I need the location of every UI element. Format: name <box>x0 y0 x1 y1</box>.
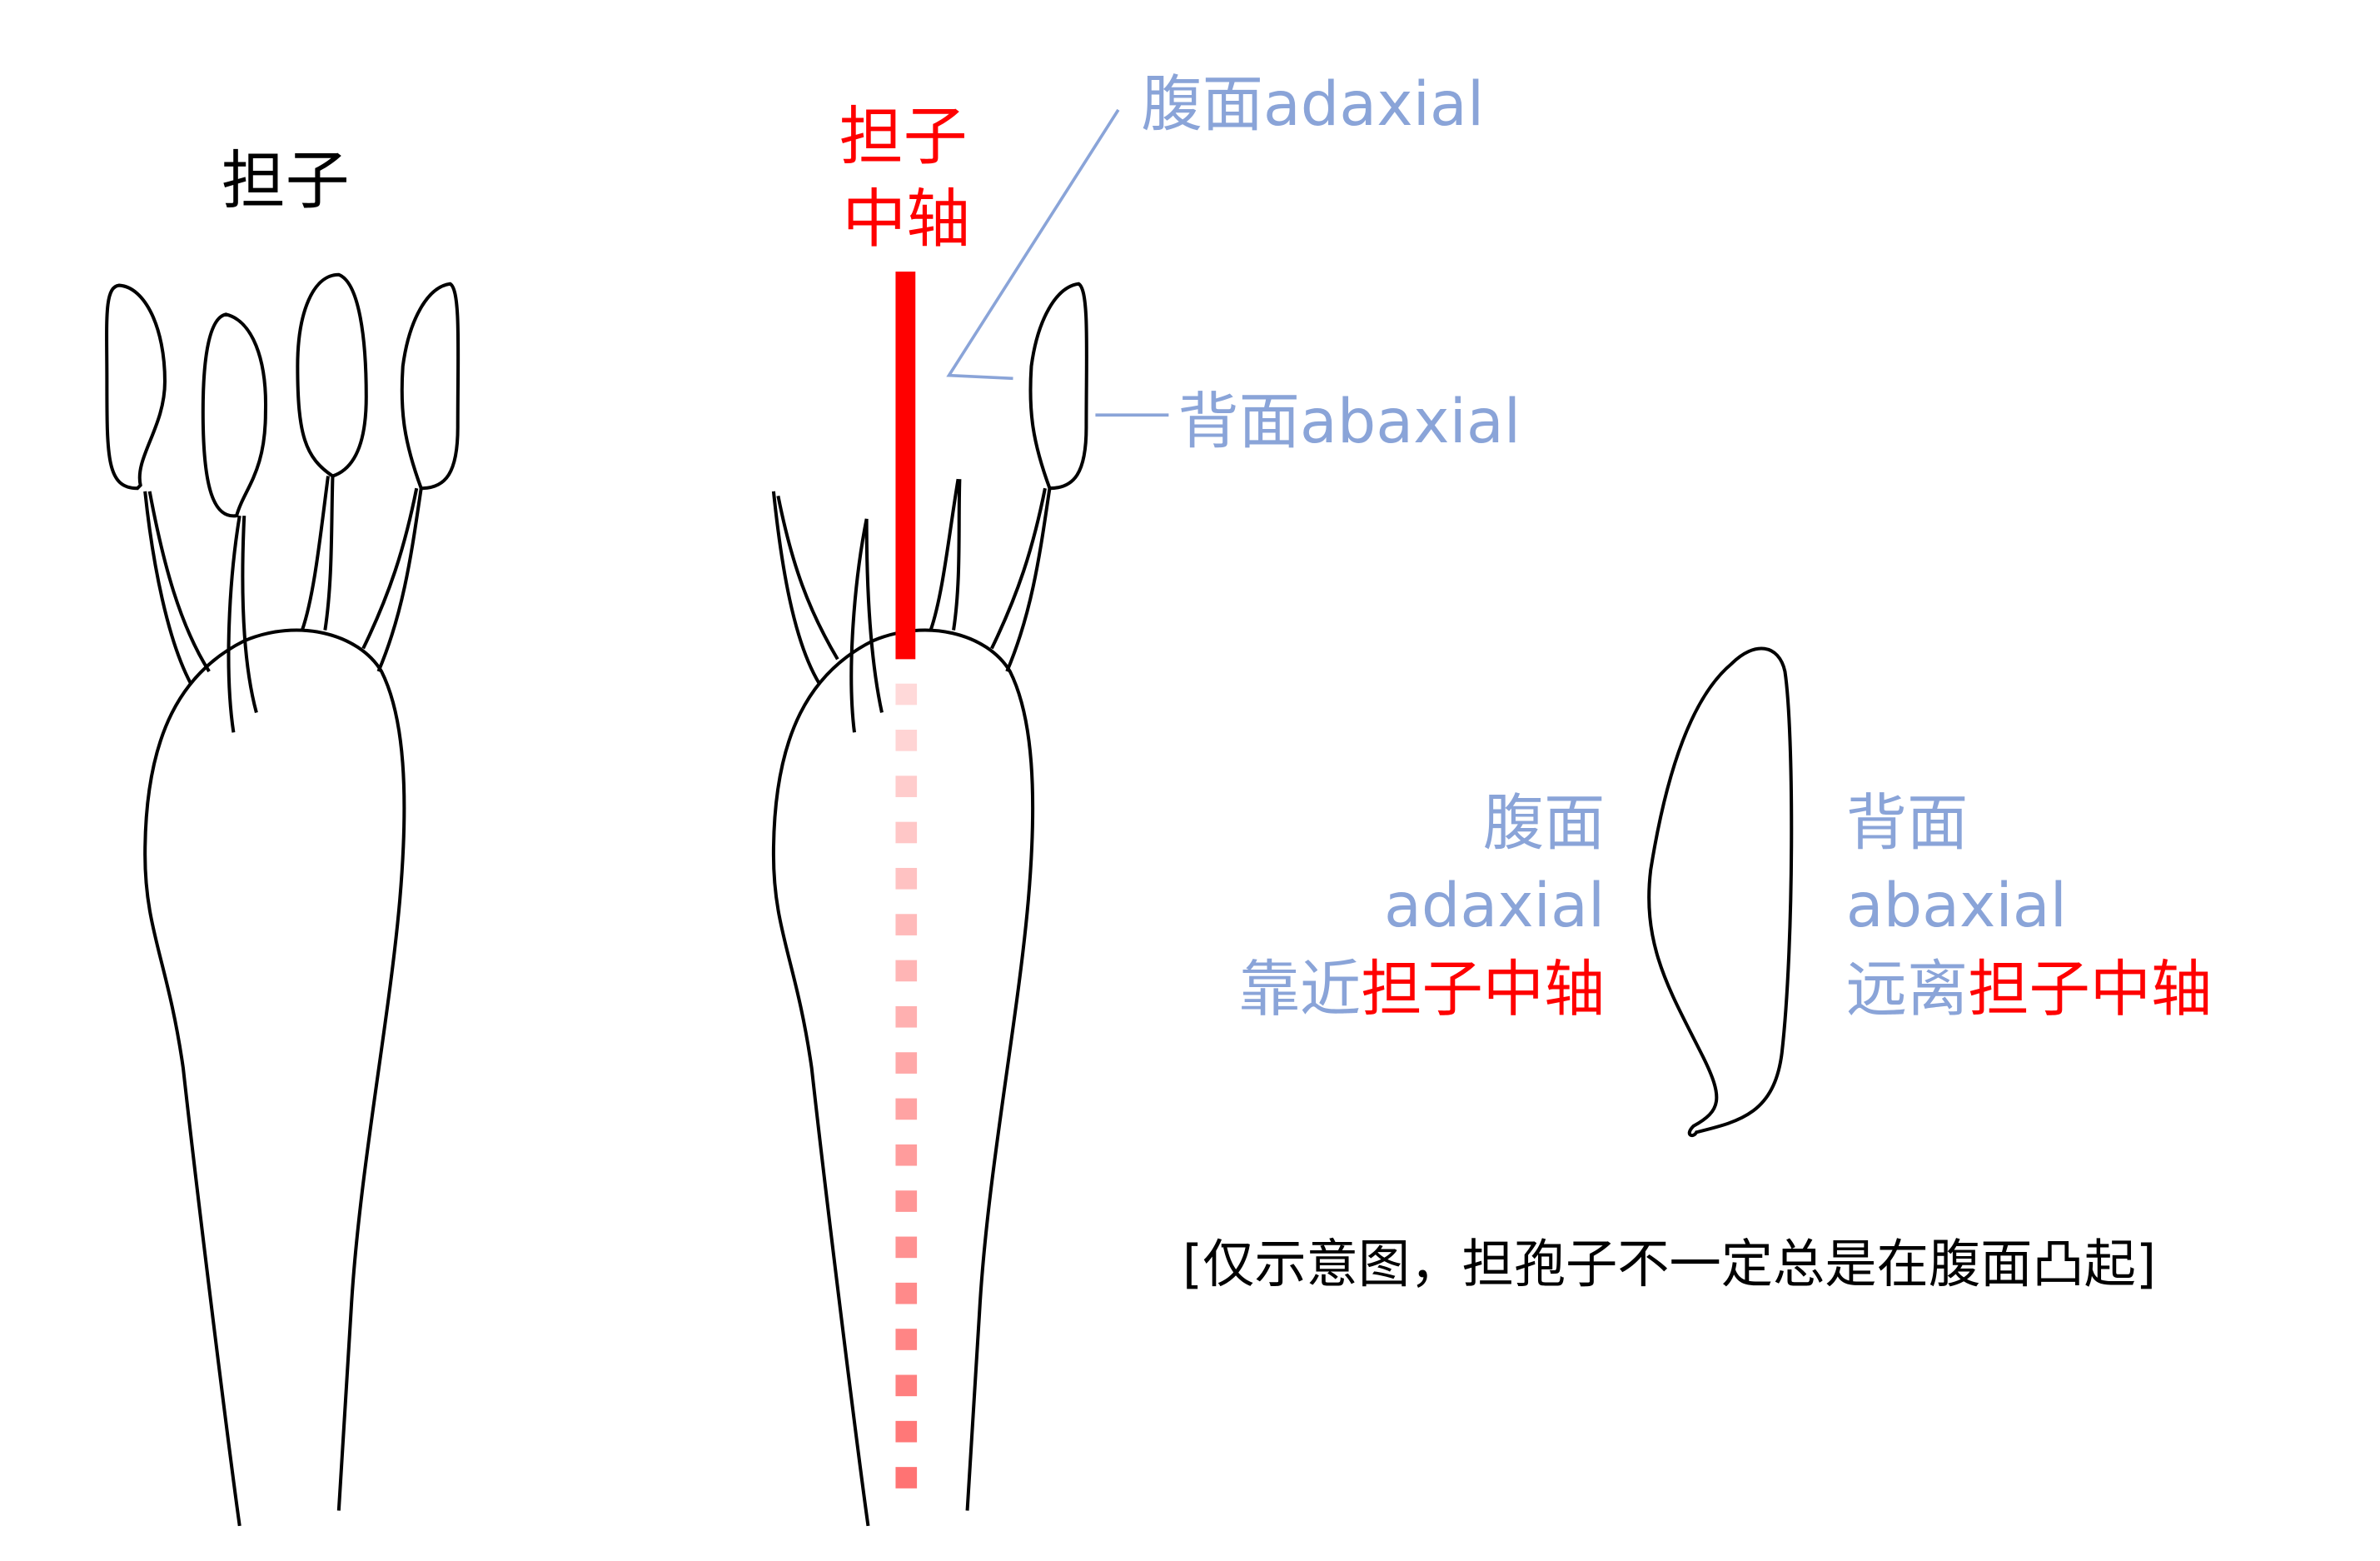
axis-dash-segment <box>895 1236 918 1259</box>
axis-dash-segment <box>895 683 918 706</box>
adaxial-label: 腹面adaxial <box>1141 69 1484 140</box>
adaxial-cn: 腹面 <box>1483 788 1606 859</box>
spore <box>1028 282 1088 491</box>
axis-label-line1: 担子 <box>839 101 968 175</box>
sterigmata <box>143 476 423 733</box>
axis-dash-segment <box>895 1144 918 1166</box>
basidium-axis-solid <box>895 272 916 660</box>
middle-basidium: 担子 中轴 腹面adaxial 背面abaxial <box>771 69 1521 1527</box>
abaxial-cn: 背面 <box>1846 788 1969 859</box>
axis-label-line2: 中轴 <box>842 182 970 257</box>
basidium-body <box>143 628 406 1527</box>
spore-detail: 腹面 adaxial 靠近担子中轴 背面 abaxial 远离担子中轴 <box>1239 646 2213 1138</box>
abaxial-desc-axis: 担子中轴 <box>1968 955 2212 1025</box>
axis-dash-segment <box>895 1005 918 1028</box>
basidium-axis-dashed <box>895 683 918 1489</box>
axis-dash-segment <box>895 1052 918 1074</box>
caption: [仅示意图，担孢子不一定总是在腹面凸起] <box>1183 1234 2156 1294</box>
axis-dash-segment <box>895 1282 918 1304</box>
axis-dash-segment <box>895 960 918 982</box>
sterigmata <box>771 478 1052 733</box>
basidium-body <box>771 628 1035 1527</box>
axis-dash-segment <box>895 1190 918 1212</box>
axis-dash-segment <box>895 867 918 890</box>
adaxial-desc: 靠近担子中轴 <box>1239 955 1606 1025</box>
axis-dash-segment <box>895 1329 918 1350</box>
axis-dash-segment <box>895 1374 918 1397</box>
axis-dash-segment <box>895 1098 918 1120</box>
adaxial-desc-axis: 担子中轴 <box>1361 955 1605 1025</box>
axis-dash-segment <box>895 821 918 844</box>
abaxial-label: 背面abaxial <box>1178 387 1521 457</box>
axis-dash-segment <box>895 729 918 751</box>
adaxial-desc-prefix: 靠近 <box>1239 955 1362 1025</box>
abaxial-en: abaxial <box>1846 870 2067 941</box>
left-basidium-label: 担子 <box>222 145 350 219</box>
spores <box>105 272 461 518</box>
left-basidium: 担子 <box>105 145 461 1527</box>
axis-dash-segment <box>895 1420 918 1443</box>
adaxial-leader-line <box>946 108 1120 381</box>
abaxial-desc: 远离担子中轴 <box>1846 955 2213 1025</box>
axis-dash-segment <box>895 776 918 797</box>
adaxial-en: adaxial <box>1384 870 1605 941</box>
axis-dash-segment <box>895 1467 918 1489</box>
spore-outline <box>1647 646 1794 1138</box>
abaxial-desc-prefix: 远离 <box>1846 955 1969 1025</box>
axis-dash-segment <box>895 914 918 935</box>
